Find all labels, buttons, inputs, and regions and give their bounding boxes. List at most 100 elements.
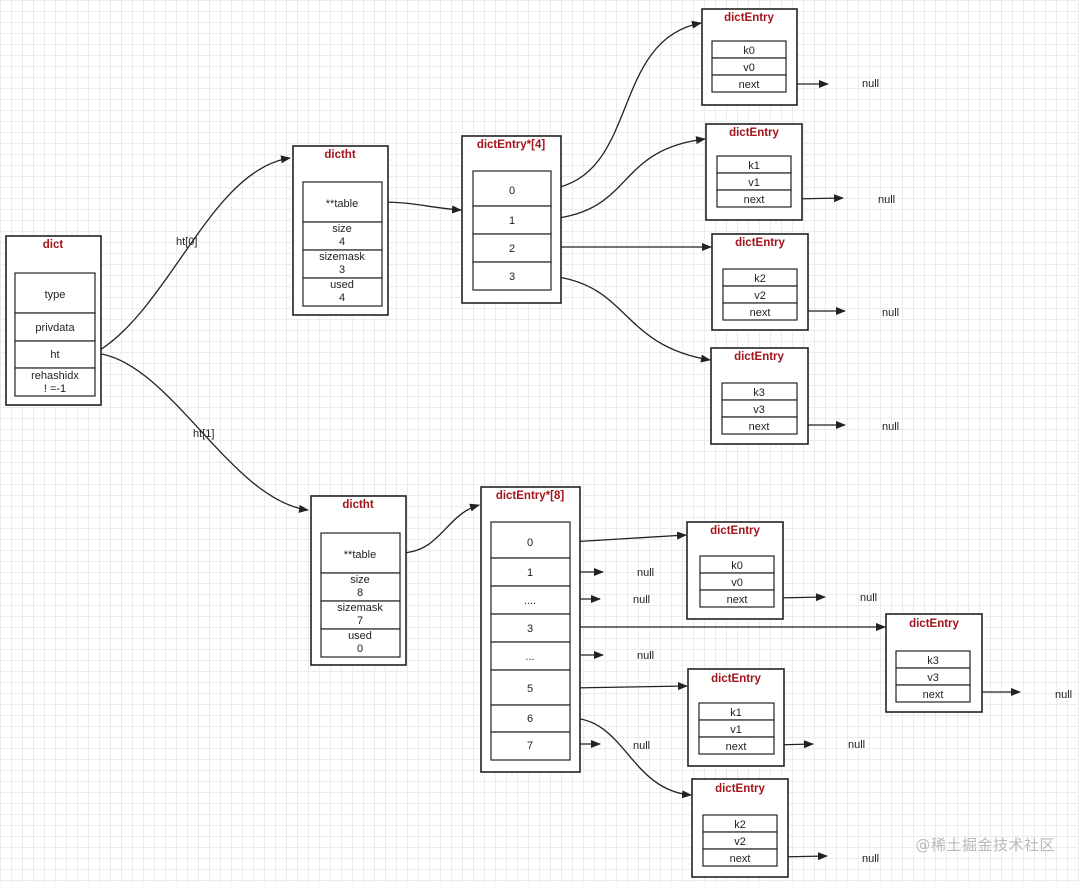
null-label: null	[637, 650, 654, 662]
edge-slot1-entry-k1	[550, 136, 706, 220]
dict-entry-title: dictEntry	[711, 673, 761, 685]
dictht-0-sizemask: 3	[339, 264, 345, 276]
entry-next: next	[923, 689, 944, 701]
entry-key: k3	[927, 655, 939, 667]
dictht-1-sizemask-label: sizemask	[337, 602, 383, 614]
entry-next: next	[749, 421, 770, 433]
entry-key: k0	[731, 560, 743, 572]
entry-key: k1	[730, 707, 742, 719]
null-label: null	[862, 853, 879, 865]
entry-value: v1	[730, 724, 742, 736]
dictht-0-used: 4	[339, 292, 345, 304]
dictht-0-sizemask-label: sizemask	[319, 251, 365, 263]
null-labels: null null null null null null null null …	[633, 78, 1072, 865]
dict-entry-title: dictEntry	[724, 12, 774, 24]
dict-title: dict	[43, 239, 64, 251]
dictht-1-title: dictht	[342, 499, 373, 511]
null-label: null	[862, 78, 879, 90]
table-array-1-slot: 7	[527, 740, 533, 752]
edge-slot3-entry-k3	[550, 275, 711, 363]
entry-value: v3	[753, 404, 765, 416]
edge-ht1	[94, 352, 309, 513]
dictht-0-title: dictht	[324, 149, 355, 161]
dict-struct: dict type privdata ht rehashidx ! =-1	[5, 235, 102, 406]
dictht-0-used-label: used	[330, 279, 354, 291]
entry-value: v3	[927, 672, 939, 684]
dict-entry-bottom-2: dictEntry k1 v1 next	[687, 668, 785, 767]
table-array-0-title: dictEntry*[4]	[477, 139, 546, 151]
table-array-0-slot: 0	[509, 185, 515, 197]
edge-slot0-entry-k0	[550, 20, 702, 190]
dict-entry-top-0: dictEntry k0 v0 next	[701, 8, 798, 106]
dictht-1: dictht **table size 8 sizemask 7 used 0	[310, 495, 407, 666]
entry-key: k1	[748, 160, 760, 172]
entry-next: next	[727, 594, 748, 606]
table-array-1-slot: 1	[527, 567, 533, 579]
dict-field-ht: ht	[50, 349, 59, 361]
dict-entry-title: dictEntry	[715, 783, 765, 795]
table-array-0: dictEntry*[4] 0 1 2 3	[461, 135, 562, 304]
dictht-0: dictht **table size 4 sizemask 3 used 4	[292, 145, 389, 316]
entry-value: v0	[743, 62, 755, 74]
table-array-1-slot: 5	[527, 683, 533, 695]
table-array-0-slot: 1	[509, 215, 515, 227]
null-label: null	[637, 567, 654, 579]
null-label: null	[633, 740, 650, 752]
entry-value: v2	[754, 290, 766, 302]
edge-b-slot6-entry	[569, 717, 692, 799]
dict-entry-top-3: dictEntry k3 v3 next	[710, 347, 809, 445]
null-label: null	[1055, 689, 1072, 701]
dict-entry-title: dictEntry	[909, 618, 959, 630]
edge-label-ht0: ht[0]	[176, 236, 197, 248]
null-label: null	[860, 592, 877, 604]
entry-key: k2	[754, 273, 766, 285]
dict-field-rehashidx: rehashidx	[31, 370, 79, 382]
table-array-1-slot: 0	[527, 537, 533, 549]
table-array-1: dictEntry*[8] 0 1 .... 3 ... 5 6 7	[480, 486, 581, 773]
table-array-1-slot: ....	[524, 595, 536, 607]
null-label: null	[882, 421, 899, 433]
entry-key: k3	[753, 387, 765, 399]
table-array-0-slot: 2	[509, 243, 515, 255]
entry-value: v1	[748, 177, 760, 189]
entry-next: next	[730, 853, 751, 865]
table-array-1-slot: ...	[525, 651, 534, 663]
dictht-1-size: 8	[357, 587, 363, 599]
null-label: null	[878, 194, 895, 206]
dict-entry-bottom-0: dictEntry k0 v0 next	[686, 521, 784, 620]
table-array-1-title: dictEntry*[8]	[496, 490, 565, 502]
dict-entry-title: dictEntry	[729, 127, 779, 139]
entry-value: v0	[731, 577, 743, 589]
dictht-1-used-label: used	[348, 630, 372, 642]
dict-entry-bottom-1: dictEntry k3 v3 next	[885, 613, 983, 713]
entry-next: next	[726, 741, 747, 753]
edge-ht0	[94, 155, 291, 354]
dict-entry-bottom-3: dictEntry k2 v2 next	[691, 778, 789, 878]
edge-b-slot0-entry	[569, 531, 687, 543]
dict-entry-title: dictEntry	[710, 525, 760, 537]
null-label: null	[882, 307, 899, 319]
dict-entry-title: dictEntry	[735, 237, 785, 249]
table-array-1-slot: 3	[527, 623, 533, 635]
dictht-0-table: **table	[326, 198, 358, 210]
edge-label-ht1: ht[1]	[193, 428, 214, 440]
dictht-1-table: **table	[344, 549, 376, 561]
entry-next: next	[739, 79, 760, 91]
dict-entry-top-2: dictEntry k2 v2 next	[711, 233, 809, 331]
null-label: null	[848, 739, 865, 751]
dict-rehashidx-value: ! =-1	[44, 383, 66, 395]
dictht-0-size-label: size	[332, 223, 352, 235]
dictht-1-used: 0	[357, 643, 363, 655]
dictht-1-size-label: size	[350, 574, 370, 586]
dict-entry-title: dictEntry	[734, 351, 784, 363]
edge-table1	[399, 503, 480, 554]
dictht-1-sizemask: 7	[357, 615, 363, 627]
entry-next: next	[744, 194, 765, 206]
entry-key: k2	[734, 819, 746, 831]
dict-field-type: type	[45, 289, 66, 301]
table-array-1-slot: 6	[527, 713, 533, 725]
dictht-0-size: 4	[339, 236, 345, 248]
dict-entry-top-1: dictEntry k1 v1 next	[705, 123, 803, 221]
table-array-0-slot: 3	[509, 271, 515, 283]
